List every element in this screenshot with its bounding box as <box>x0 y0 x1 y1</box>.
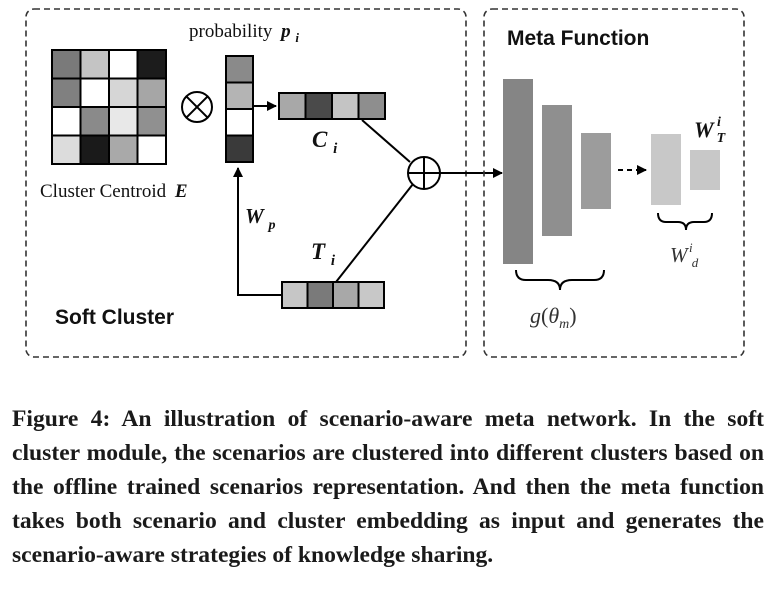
matrix-cell <box>136 49 167 80</box>
network-layer-2 <box>542 105 572 236</box>
matrix-cell <box>136 77 167 108</box>
output-top-label: W T <box>694 117 727 146</box>
cluster-embedding-cell <box>357 92 386 120</box>
matrix-cell <box>51 134 82 165</box>
matrix-cell <box>79 106 110 137</box>
probability-cell <box>225 81 254 110</box>
scenario-embedding-cell <box>306 281 334 309</box>
scenario-to-add-line <box>335 183 414 283</box>
meta-function-panel: Meta Function g(θm) W T i W d i <box>483 8 745 358</box>
output-block-large <box>651 134 681 205</box>
multiply-operator-icon <box>181 91 213 123</box>
matrix-cell <box>51 77 82 108</box>
meta-function-title: Meta Function <box>507 27 649 50</box>
soft-cluster-border <box>25 8 467 358</box>
matrix-cell <box>79 49 110 80</box>
cluster-to-add-line <box>361 119 411 163</box>
probability-cell <box>225 134 254 163</box>
scenario-embedding-label: T i <box>311 239 336 269</box>
matrix-cell <box>136 134 167 165</box>
matrix-cell <box>51 49 82 80</box>
output-brace <box>657 212 713 231</box>
network-layer-3 <box>581 133 611 209</box>
meta-function-border <box>483 8 745 358</box>
output-bottom-label: W d <box>670 243 699 270</box>
network-label: g(θm) <box>530 303 577 332</box>
add-operator-icon <box>407 156 441 190</box>
cluster-centroid-label: Cluster Centroid E <box>40 181 188 202</box>
probability-label: probability p i <box>189 21 299 45</box>
cluster-embedding-vector <box>278 92 386 120</box>
weight-feedback-path <box>233 167 282 296</box>
scenario-embedding-cell <box>281 281 309 309</box>
output-bottom-sup: i <box>689 240 693 255</box>
network-brace <box>515 269 605 291</box>
probability-vector <box>225 55 254 163</box>
matrix-cell <box>108 106 139 137</box>
cluster-embedding-cell <box>278 92 307 120</box>
soft-cluster-panel: Soft Cluster Cluster Centroid E probabil… <box>25 8 467 358</box>
cluster-embedding-cell <box>331 92 360 120</box>
figure-caption: Figure 4: An illustration of scenario-aw… <box>12 406 764 568</box>
probability-cell <box>225 55 254 84</box>
cluster-embedding-label: C i <box>312 127 338 157</box>
matrix-cell <box>136 106 167 137</box>
matrix-cell <box>79 134 110 165</box>
matrix-cell <box>108 49 139 80</box>
cluster-embedding-cell <box>304 92 333 120</box>
scenario-embedding-cell <box>332 281 360 309</box>
matrix-cell <box>108 77 139 108</box>
scenario-embedding-vector <box>281 281 385 309</box>
output-top-sup: i <box>717 115 721 130</box>
matrix-cell <box>51 106 82 137</box>
soft-cluster-title: Soft Cluster <box>55 306 174 329</box>
network-layer-1 <box>503 79 533 264</box>
probability-cell <box>225 108 254 137</box>
cluster-centroid-matrix <box>51 49 167 165</box>
weight-label: W p <box>245 204 276 233</box>
scenario-embedding-cell <box>357 281 385 309</box>
matrix-cell <box>79 77 110 108</box>
meta-network-diagram: Soft Cluster Cluster Centroid E probabil… <box>25 8 745 358</box>
matrix-cell <box>108 134 139 165</box>
output-block-small <box>690 150 720 190</box>
